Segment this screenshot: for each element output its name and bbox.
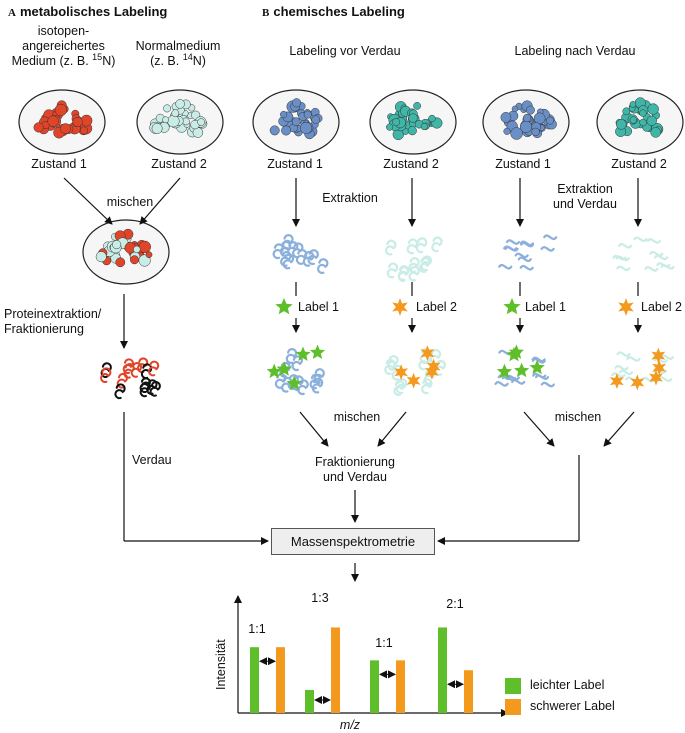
b-before-mix: mischen xyxy=(333,410,381,424)
b-after-label2: Label 2 xyxy=(641,300,683,314)
label-stars xyxy=(275,298,634,316)
a-state2-label: Zustand 2 xyxy=(151,157,207,171)
bar-light xyxy=(370,660,379,713)
legend-swatch-heavy xyxy=(505,699,521,715)
b-fraction-digest: Fraktionierung und Verdau xyxy=(315,455,395,484)
b-before-label2: Label 2 xyxy=(416,300,458,314)
x-axis-label: m/z xyxy=(339,718,361,732)
b-before-state2: Zustand 2 xyxy=(383,157,439,171)
peptides-after-state2 xyxy=(612,236,675,272)
b-after-state1: Zustand 1 xyxy=(495,157,551,171)
b-before-state1: Zustand 1 xyxy=(267,157,323,171)
ratio-label: 1:1 xyxy=(248,622,266,636)
bar-heavy xyxy=(276,647,285,713)
arrow xyxy=(603,411,635,447)
arrow xyxy=(377,411,407,447)
labeled-before-state1 xyxy=(274,348,325,396)
legend-heavy: schwerer Label xyxy=(530,699,615,713)
ratio-label: 2:1 xyxy=(446,597,464,611)
a-digest-label: Verdau xyxy=(132,453,172,467)
cell-normal-medium xyxy=(136,89,224,155)
cell-heavy-isotope xyxy=(18,89,106,155)
b-before-extraction: Extraktion xyxy=(322,191,378,205)
y-axis-label: Intensität xyxy=(214,639,228,690)
arrow xyxy=(523,411,555,447)
after-digest-title: Labeling nach Verdau xyxy=(514,44,636,58)
b-after-label1: Label 1 xyxy=(525,300,567,314)
legend-light: leichter Label xyxy=(530,678,605,692)
cell-mixed xyxy=(82,219,170,285)
bar-heavy xyxy=(331,627,340,713)
ratio-label: 1:1 xyxy=(375,636,393,650)
labeled-after-state2 xyxy=(611,351,675,383)
peptides-after-state1 xyxy=(498,234,558,271)
isotope-medium-label: isotopen- angereichertes Medium (z. B. 1… xyxy=(11,24,116,68)
bar-heavy xyxy=(464,670,473,713)
bar-light xyxy=(438,627,447,713)
ratio-label: 1:3 xyxy=(311,591,329,605)
b-after-extraction: Extraktion und Verdau xyxy=(553,182,617,211)
legend-swatch-light xyxy=(505,678,521,694)
bar-light xyxy=(250,647,259,713)
a-state1-label: Zustand 1 xyxy=(31,157,87,171)
a-mix-label: mischen xyxy=(106,195,154,209)
b-after-state2: Zustand 2 xyxy=(611,157,667,171)
intensity-chart xyxy=(234,595,521,717)
labeled-before-state2 xyxy=(384,348,446,397)
cell-before-state1 xyxy=(252,89,340,155)
cell-after-state2 xyxy=(596,89,684,155)
digested-mixture xyxy=(100,357,161,400)
b-after-mix: mischen xyxy=(554,410,602,424)
cell-after-state1 xyxy=(482,89,570,155)
labeled-after-state1 xyxy=(494,349,555,388)
bar-heavy xyxy=(396,660,405,713)
mass-spectrometry-box: Massenspektrometrie xyxy=(271,528,435,555)
peptides-before-state2 xyxy=(384,236,443,282)
peptides-before-state1 xyxy=(272,234,329,275)
normal-medium-label: Normalmedium (z. B. 14N) xyxy=(135,39,221,68)
cell-before-state2 xyxy=(369,89,457,155)
arrow xyxy=(299,411,329,447)
a-extraction-label: Proteinextraktion/ Fraktionierung xyxy=(4,307,102,336)
b-before-label1: Label 1 xyxy=(298,300,340,314)
arrow xyxy=(139,177,181,225)
bar-light xyxy=(305,689,314,713)
before-digest-title: Labeling vor Verdau xyxy=(289,44,401,58)
arrow xyxy=(63,177,113,225)
